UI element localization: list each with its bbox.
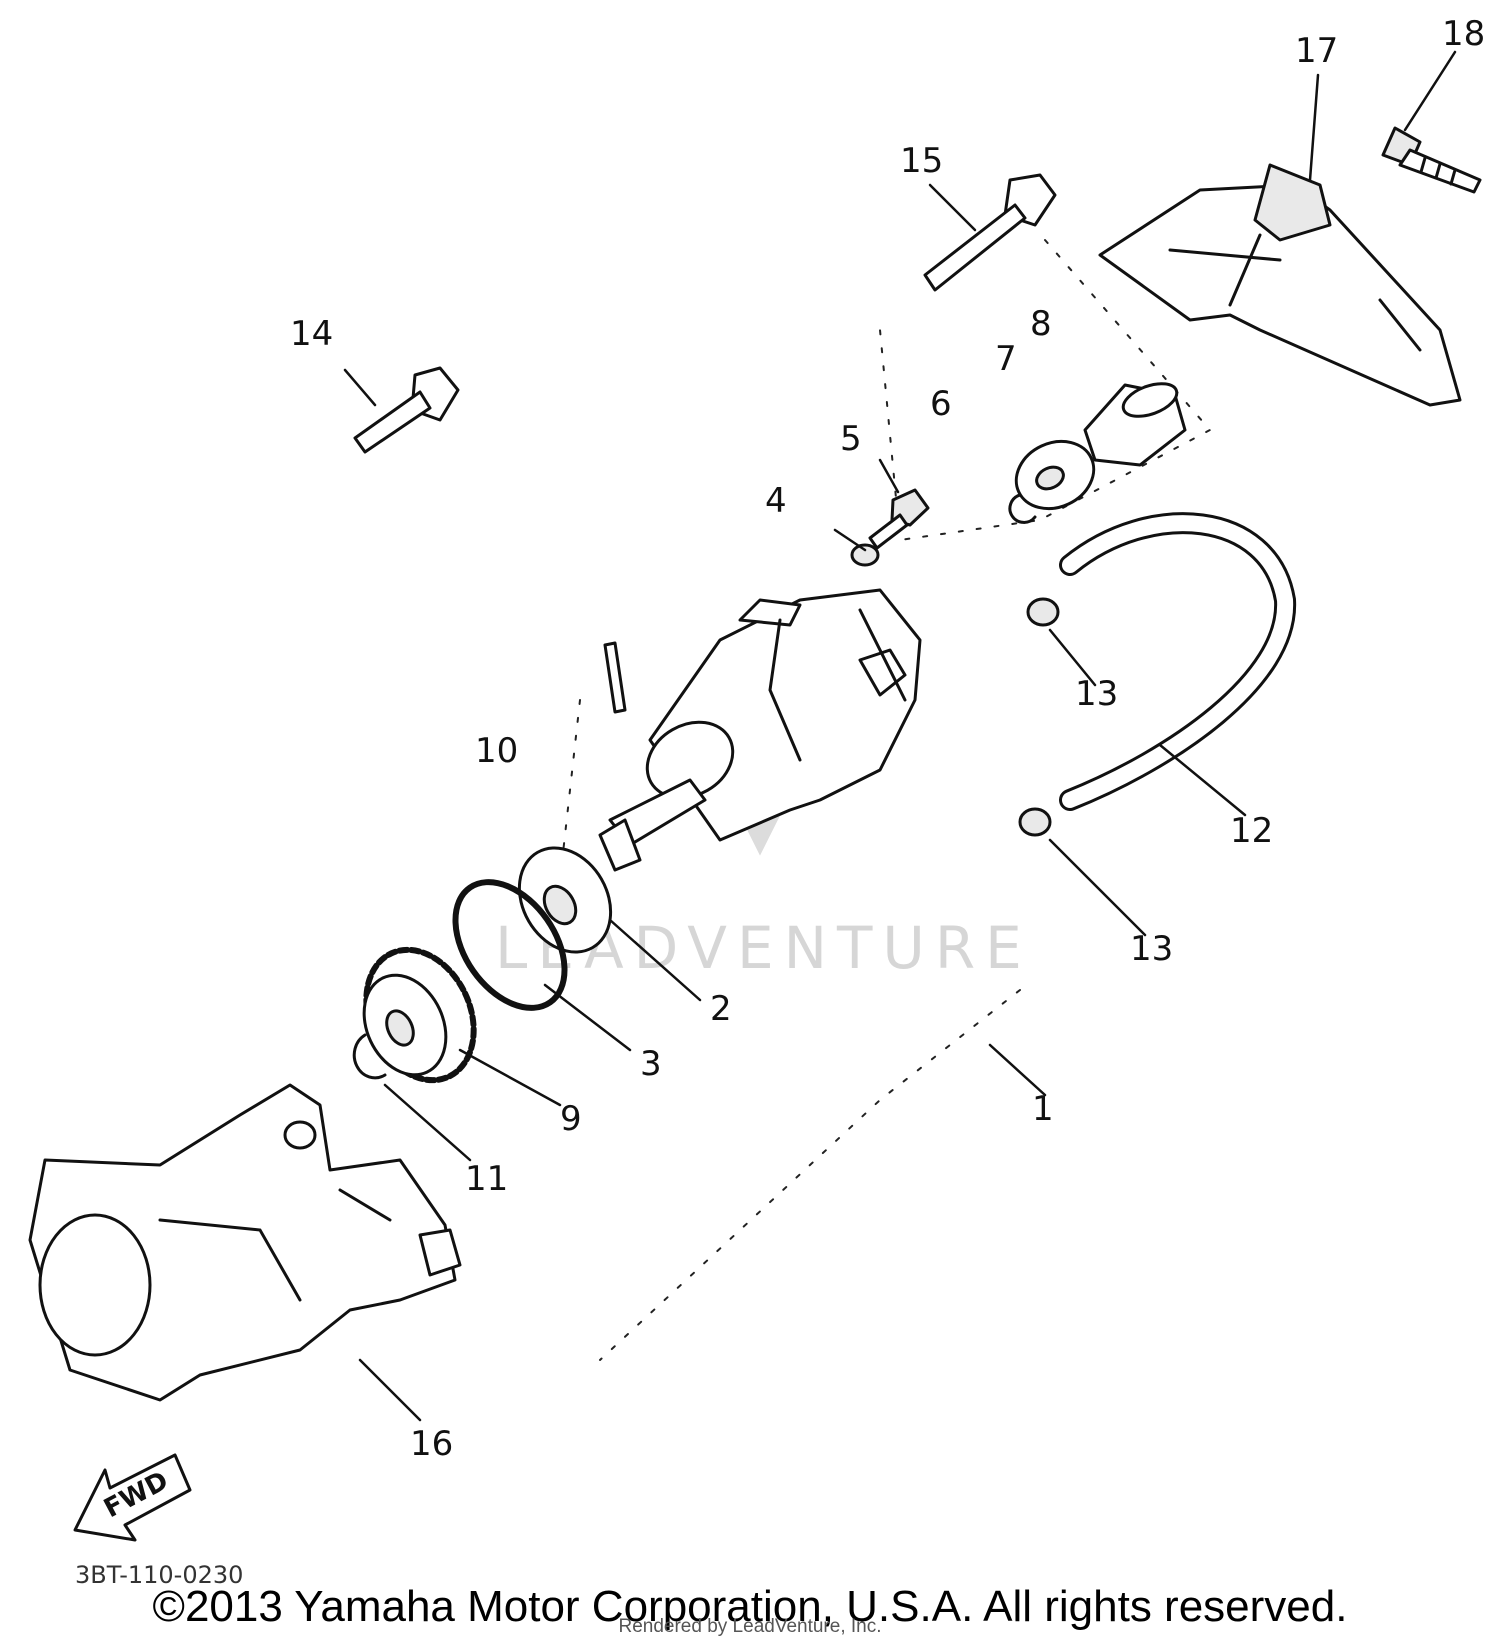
callout-13-lower: 13 — [1130, 929, 1173, 969]
callout-9: 9 — [560, 1099, 582, 1139]
guide-line-lower — [599, 989, 1021, 1361]
callout-5: 5 — [840, 419, 862, 459]
callout-15: 15 — [900, 141, 943, 181]
part-18-screw[interactable] — [1381, 126, 1482, 194]
leader-lines — [343, 50, 1457, 1422]
callout-1: 1 — [1032, 1089, 1054, 1129]
callout-4: 4 — [765, 481, 787, 521]
callout-labels: 1 2 3 4 5 6 7 8 9 10 11 12 13 13 14 15 1… — [290, 14, 1485, 1464]
part-8-fitting[interactable] — [1083, 377, 1187, 467]
part-3-oring[interactable] — [433, 862, 587, 1028]
callout-3: 3 — [640, 1044, 662, 1084]
part-13-clamp-lower[interactable] — [1018, 807, 1052, 837]
assembly-guide-lines — [559, 239, 1212, 1361]
callout-2: 2 — [710, 989, 732, 1029]
callout-18: 18 — [1442, 14, 1485, 54]
callout-6: 6 — [930, 384, 952, 424]
rendered-by-credit: Rendered by LeadVenture, Inc. — [618, 1616, 882, 1637]
part-9-gear[interactable] — [346, 932, 494, 1098]
callout-14: 14 — [290, 314, 333, 354]
part-5-screw[interactable] — [868, 488, 930, 550]
callout-8: 8 — [1030, 304, 1052, 344]
callout-17: 17 — [1295, 31, 1338, 71]
part-7-seal[interactable] — [1005, 429, 1105, 521]
dowel-pin[interactable] — [603, 641, 627, 714]
drawing-code: 3BT-110-0230 — [75, 1561, 243, 1589]
part-6-circlip[interactable] — [1008, 493, 1037, 524]
part-2-bearing[interactable] — [501, 831, 629, 968]
callout-12: 12 — [1230, 811, 1273, 851]
callout-7: 7 — [995, 339, 1017, 379]
part-12-hose-inner — [1062, 515, 1294, 808]
part-17-cover[interactable] — [1098, 163, 1462, 407]
part-14-bolt[interactable] — [353, 366, 460, 454]
part-13-clamp-upper[interactable] — [1026, 597, 1060, 627]
callout-11: 11 — [465, 1159, 508, 1199]
part-16-housing[interactable] — [28, 1083, 462, 1402]
callout-10: 10 — [475, 731, 518, 771]
part-10-pump-body[interactable] — [598, 588, 922, 872]
guide-line-left — [559, 699, 581, 881]
part-11-circlip[interactable] — [352, 1033, 387, 1080]
part-15-bolt[interactable] — [923, 173, 1057, 292]
callout-16: 16 — [410, 1424, 453, 1464]
part-4-washer[interactable] — [850, 543, 880, 567]
fwd-arrow: FWD — [73, 1453, 192, 1542]
callout-13-upper: 13 — [1075, 674, 1118, 714]
copyright-notice: ©2013 Yamaha Motor Corporation, U.S.A. A… — [152, 1582, 1348, 1631]
